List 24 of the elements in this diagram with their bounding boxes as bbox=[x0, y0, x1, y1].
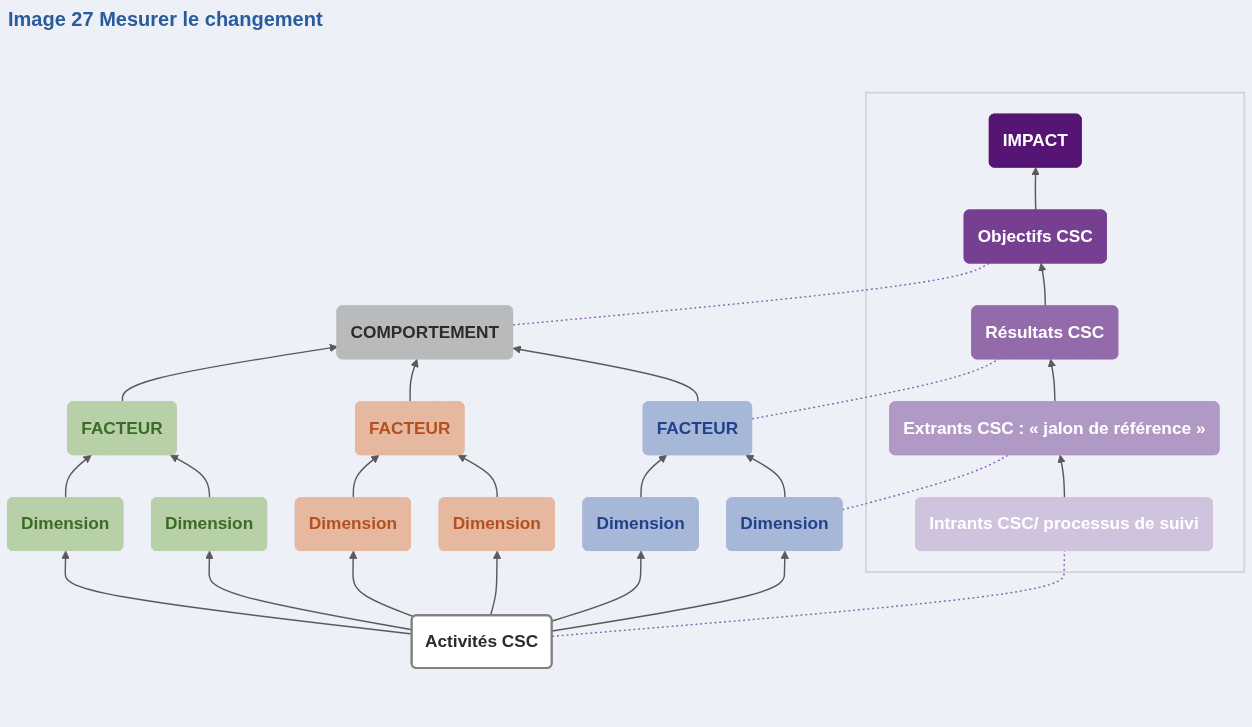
arrow bbox=[512, 345, 699, 403]
cluster bbox=[865, 91, 1246, 573]
arrow bbox=[457, 454, 498, 499]
connector bbox=[551, 549, 1066, 637]
connector bbox=[841, 454, 1010, 511]
arrow bbox=[409, 358, 419, 403]
figure-title: Image 27 Mesurer le changement bbox=[8, 8, 323, 31]
arrow bbox=[64, 454, 92, 499]
arrow bbox=[551, 550, 646, 622]
arrow bbox=[1057, 454, 1066, 499]
arrow bbox=[121, 343, 338, 403]
connector bbox=[751, 358, 1000, 420]
arrow bbox=[352, 454, 380, 499]
arrow bbox=[1047, 358, 1057, 403]
arrow bbox=[61, 550, 413, 635]
connector bbox=[512, 262, 990, 326]
arrow bbox=[640, 454, 667, 499]
arrow bbox=[170, 454, 211, 499]
arrow bbox=[205, 550, 413, 631]
arrow bbox=[745, 454, 786, 499]
arrow bbox=[1038, 262, 1047, 307]
arrow bbox=[551, 550, 789, 632]
arrow bbox=[349, 550, 415, 618]
arrow bbox=[1031, 166, 1040, 211]
